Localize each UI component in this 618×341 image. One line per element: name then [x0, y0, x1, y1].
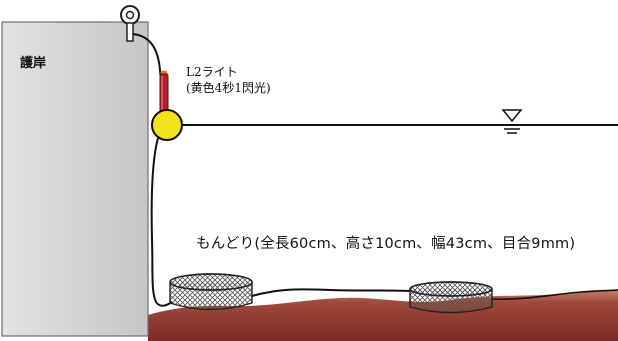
- float-buoy: [151, 109, 183, 141]
- seabed: [148, 289, 618, 341]
- water-level-icon: [501, 109, 523, 134]
- trap-connecting-line: [251, 288, 411, 297]
- trailing-line: [491, 289, 618, 300]
- trap-caption: もんどり(全長60cm、高さ10cm、幅43cm、目合9mm): [196, 236, 576, 252]
- mondori-trap-2: [409, 281, 493, 314]
- light-spec-text: (黄色4秒1閃光): [186, 81, 271, 95]
- mondori-trap-1: [169, 273, 253, 311]
- light-name-text: L2ライト: [186, 65, 238, 79]
- quay-wall: [1, 21, 149, 337]
- light-label: L2ライト (黄色4秒1閃光): [186, 64, 271, 96]
- quay-wall-label: 護岸: [20, 56, 47, 71]
- anchor-line: [150, 137, 173, 307]
- mooring-ring-icon: [120, 5, 140, 42]
